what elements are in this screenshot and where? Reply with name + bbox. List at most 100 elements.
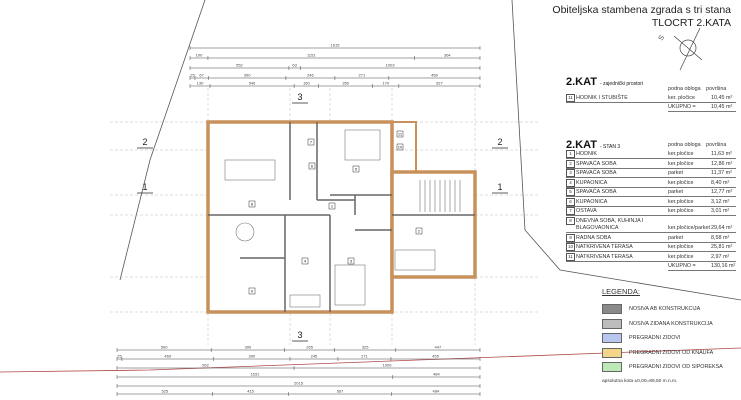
room-marker (307, 138, 315, 146)
compass-needle (679, 27, 701, 71)
compass-needle (673, 35, 703, 61)
dimension-value: 325 (362, 345, 369, 350)
room-area: 8,40 m² (711, 179, 730, 186)
floor-finish: ker.pločice (668, 244, 694, 250)
room-name: HODNIK (576, 151, 597, 157)
room-number: 11 (566, 252, 575, 261)
dimension-value: 246 (307, 73, 314, 78)
floor-finish: ker.pločice (668, 208, 694, 214)
table-total-row: UKUPNO =130,16 m² (668, 262, 736, 271)
room-number: 1 (331, 204, 334, 209)
legend-swatch (602, 318, 622, 329)
column-floor-label: podna obloga (668, 142, 701, 148)
room-number: 5 (566, 188, 575, 196)
legend-label: NOSIVA AB KONSTRUKCIJA (629, 306, 701, 313)
dimension-value: 245 (311, 354, 318, 359)
dimension-value: 63 (292, 63, 297, 68)
dimension-value: 130 (197, 81, 204, 86)
room-area: 11,63 m² (711, 151, 732, 157)
round-table (235, 222, 255, 242)
dimension-value: 469 (164, 354, 171, 359)
legend-item: PREGRADNI ZIDOVI (602, 331, 723, 346)
room-marker (248, 200, 256, 208)
dimension-value: 390 (245, 345, 252, 350)
room-number: 1 (566, 150, 575, 158)
dimension-value: 455 (432, 354, 439, 359)
dimension-value: 364 (444, 53, 451, 58)
site-boundary-line (119, 0, 206, 281)
terrain-line (0, 347, 741, 373)
column-area-label: površina (706, 86, 727, 92)
dimension-value: 265 (306, 345, 313, 350)
exterior-wall-wing (390, 170, 477, 279)
dimension-value: 1000 (383, 363, 393, 368)
room-number: 10 (398, 145, 403, 150)
floor-finish: ker.pločice (668, 198, 694, 205)
room-area: 3,12 m² (711, 198, 730, 205)
room-number: 7 (310, 140, 313, 145)
floor-finish: ker.pločice/parket (668, 224, 710, 231)
section-mark-label: 3 (297, 330, 302, 340)
table-column-header: podna obloga površina (566, 85, 736, 93)
floor-finish: ker.pločice (668, 151, 694, 157)
room-name: KUPAONICA (576, 198, 608, 205)
room-marker (396, 130, 404, 138)
project-title: Obiteljska stambena zgrada s tri stana (552, 4, 731, 16)
column-floor-label: podna obloga (668, 86, 701, 92)
room-number: 6 (311, 164, 314, 169)
room-number: 9 (251, 289, 254, 294)
dimension-value: 500 (161, 345, 168, 350)
legend-swatch (602, 347, 622, 358)
legend-label: PREGRADNI ZIDOVI (629, 335, 681, 342)
floor-finish: parket (668, 189, 683, 195)
section-mark-label: 2 (142, 137, 147, 147)
table-subtitle: - zajednički prostori (599, 81, 644, 87)
dimension-value: 25 (190, 73, 195, 78)
room-name: NATKRIVENA TERASA (576, 253, 633, 260)
room-area: 12,86 m² (711, 160, 733, 167)
site-boundary-line (511, 0, 741, 301)
room-number: 8 (566, 216, 575, 225)
room-number: 4 (566, 178, 575, 187)
room-number: 11 (398, 132, 403, 137)
room-number: 11 (566, 94, 575, 102)
room-marker (301, 257, 309, 265)
legend-swatch (602, 333, 622, 344)
dimension-value: 67 (199, 73, 204, 78)
dimension-value: 525 (162, 389, 169, 394)
table-subtitle: - STAN 3 (599, 144, 621, 150)
room-area: 11,37 m² (711, 170, 732, 176)
room-name: DNEVNA SOBA, KUHINJA I BLAGOVAONICA (576, 217, 644, 231)
room-marker (308, 162, 316, 170)
exterior-wall-main (206, 120, 394, 314)
dining-table (224, 159, 276, 181)
section-mark-label: 1 (497, 182, 502, 192)
room-marker (347, 257, 355, 265)
compass-label: S (658, 34, 667, 42)
room-area: 2,97 m² (711, 253, 730, 260)
total-label: UKUPNO = (668, 103, 696, 110)
bed (394, 249, 436, 271)
dimension-value: 527 (436, 81, 443, 86)
table-title: 2.KAT (566, 139, 597, 151)
floor-finish: parket (668, 234, 683, 241)
room-area: 3,01 m² (711, 208, 730, 214)
dimension-value: 484 (433, 389, 440, 394)
floor-finish: ker.pločice (668, 179, 694, 186)
dimension-value: 552 (236, 63, 243, 68)
dimension-value: 390 (244, 73, 251, 78)
dimension-value: 1151 (307, 53, 316, 58)
legend-swatch (602, 362, 622, 373)
section-mark-label: 2 (497, 137, 502, 147)
room-name: RADNA SOBA (576, 234, 612, 241)
